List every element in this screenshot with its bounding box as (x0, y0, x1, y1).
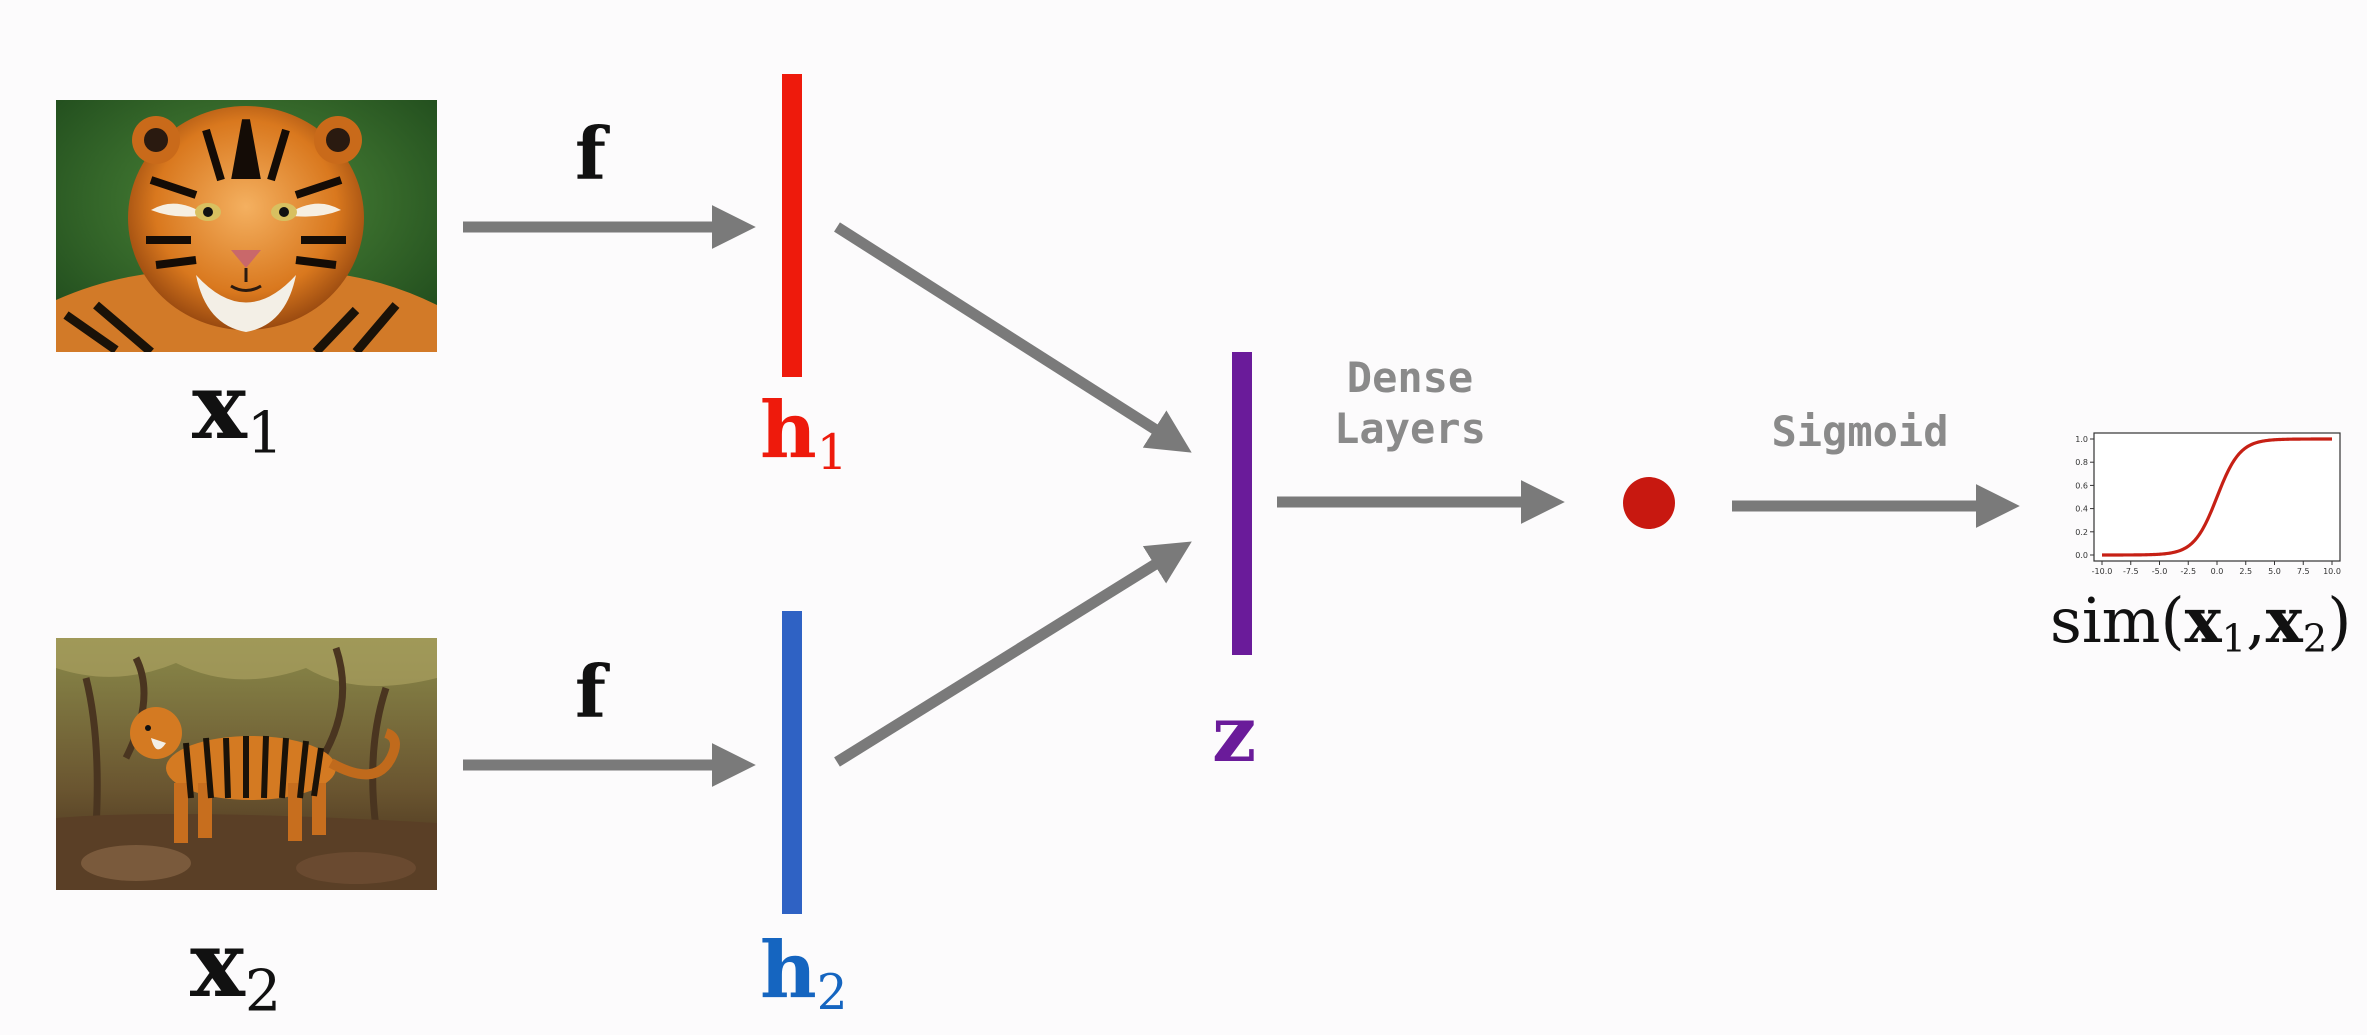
sigmoid-y-tick-label: 0.8 (2075, 458, 2088, 467)
arrow-h2-z (834, 541, 1192, 767)
sigmoid-x-tick-label: -10.0 (2092, 567, 2113, 576)
sigmoid-x-tick-label: 5.0 (2268, 567, 2281, 576)
sigmoid-y-tick-label: 0.2 (2075, 528, 2088, 537)
z-bar (1232, 352, 1252, 655)
h1-bar (782, 74, 802, 377)
sigmoid-x-tick-label: 7.5 (2297, 567, 2310, 576)
sigmoid-y-tick-label: 0.6 (2075, 481, 2088, 490)
arrow-h1-z (834, 222, 1192, 453)
sigmoid-curve (2102, 437, 2332, 557)
sigmoid-y-ticks: 0.0 0.2 0.4 0.6 0.8 1.0 (2075, 435, 2094, 560)
h2-label: h2 (760, 925, 848, 1022)
output-dot (1623, 477, 1675, 529)
tiger-portrait-photo (56, 100, 437, 352)
tiger-standing-photo (56, 638, 437, 890)
sigmoid-y-tick-label: 0.0 (2075, 551, 2088, 560)
sigmoid-x-tick-label: 10.0 (2323, 567, 2341, 576)
h2-bar (782, 611, 802, 914)
sigmoid-x-tick-label: -7.5 (2123, 567, 2139, 576)
f-label-top: f (575, 111, 606, 196)
sigmoid-x-tick-label: -2.5 (2180, 567, 2196, 576)
sigmoid-x-tick-label: 0.0 (2211, 567, 2224, 576)
x1-label: x1 (192, 352, 284, 467)
f-label-bottom: f (575, 649, 606, 734)
z-label: z (1212, 689, 1257, 780)
sigmoid-plot: -10.0 -7.5 -5.0 -2.5 0.0 2.5 5.0 7.5 10.0 0.0 0.2… (2075, 432, 2341, 576)
sigmoid-y-tick-label: 0.4 (2075, 505, 2088, 514)
sigmoid-y-tick-label: 1.0 (2075, 435, 2088, 444)
sigmoid-x-ticks: -10.0 -7.5 -5.0 -2.5 0.0 2.5 5.0 7.5 10.0 (2092, 561, 2341, 576)
sigmoid-x-tick-label: 2.5 (2239, 567, 2252, 576)
h1-label: h1 (760, 385, 848, 482)
sigmoid-x-tick-label: -5.0 (2152, 567, 2168, 576)
similarity-output-label: sim(x1,x2) (2050, 584, 2352, 662)
x2-label: x2 (190, 910, 282, 1025)
sigmoid-label: Sigmoid (1771, 407, 1949, 456)
